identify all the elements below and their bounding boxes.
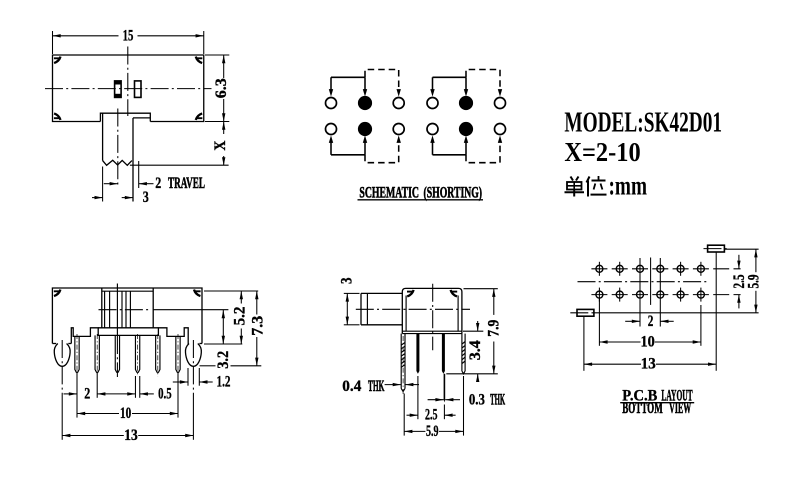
svg-text::mm: :mm: [609, 170, 648, 200]
svg-text:THK: THK: [490, 392, 505, 409]
svg-text:0.3: 0.3: [469, 392, 485, 409]
svg-text:5.9: 5.9: [426, 423, 439, 440]
svg-text:15: 15: [123, 27, 134, 44]
svg-text:MODEL:SK42D01: MODEL:SK42D01: [564, 106, 722, 138]
svg-text:3: 3: [143, 189, 149, 206]
svg-text:6.3: 6.3: [213, 78, 230, 98]
svg-text:3.2: 3.2: [215, 351, 232, 369]
svg-text:13: 13: [641, 356, 656, 373]
svg-text:5.9: 5.9: [746, 275, 763, 289]
svg-text:0.4: 0.4: [342, 378, 361, 395]
svg-text:LAYOUT: LAYOUT: [661, 388, 692, 405]
svg-text:THK: THK: [368, 378, 385, 395]
svg-text:7.9: 7.9: [486, 320, 503, 337]
svg-text:P.C.B: P.C.B: [622, 388, 657, 405]
svg-text:1.2: 1.2: [217, 374, 231, 391]
svg-text:0.5: 0.5: [158, 385, 172, 402]
svg-text:7.3: 7.3: [249, 316, 266, 336]
svg-text:2.5: 2.5: [425, 407, 438, 424]
svg-text:10: 10: [120, 405, 131, 422]
svg-text:2.5: 2.5: [731, 275, 748, 289]
svg-text:3: 3: [339, 278, 356, 285]
svg-text:SCHEMATIC: SCHEMATIC: [359, 184, 419, 201]
svg-text:X=2-10: X=2-10: [564, 137, 640, 167]
svg-text:TRAVEL: TRAVEL: [168, 175, 205, 192]
svg-text:BOTTOM: BOTTOM: [622, 400, 662, 417]
svg-text:VIEW: VIEW: [669, 400, 691, 417]
svg-text:13: 13: [124, 427, 138, 444]
svg-text:X: X: [212, 140, 229, 150]
svg-text:2: 2: [648, 313, 654, 330]
svg-text:10: 10: [640, 334, 654, 351]
svg-text:5.2: 5.2: [231, 307, 248, 326]
svg-text:2: 2: [155, 175, 161, 192]
svg-text:2: 2: [84, 385, 90, 402]
svg-text:(SHORTING): (SHORTING): [424, 184, 483, 201]
svg-text:3.4: 3.4: [467, 340, 484, 360]
